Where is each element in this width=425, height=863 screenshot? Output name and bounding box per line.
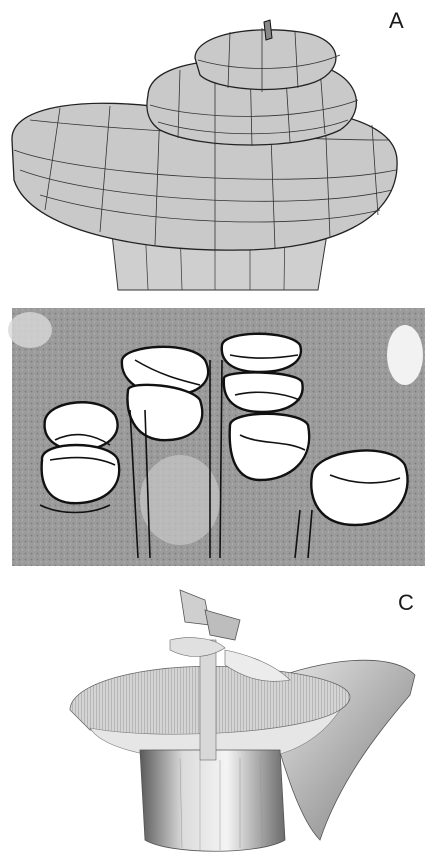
wireframe-model-figure [0, 0, 425, 300]
panel-c: C [0, 580, 425, 863]
panel-b: B [0, 300, 425, 580]
rendered-model-figure [0, 580, 425, 863]
panel-a: A [0, 0, 425, 300]
histology-figure [0, 300, 425, 580]
